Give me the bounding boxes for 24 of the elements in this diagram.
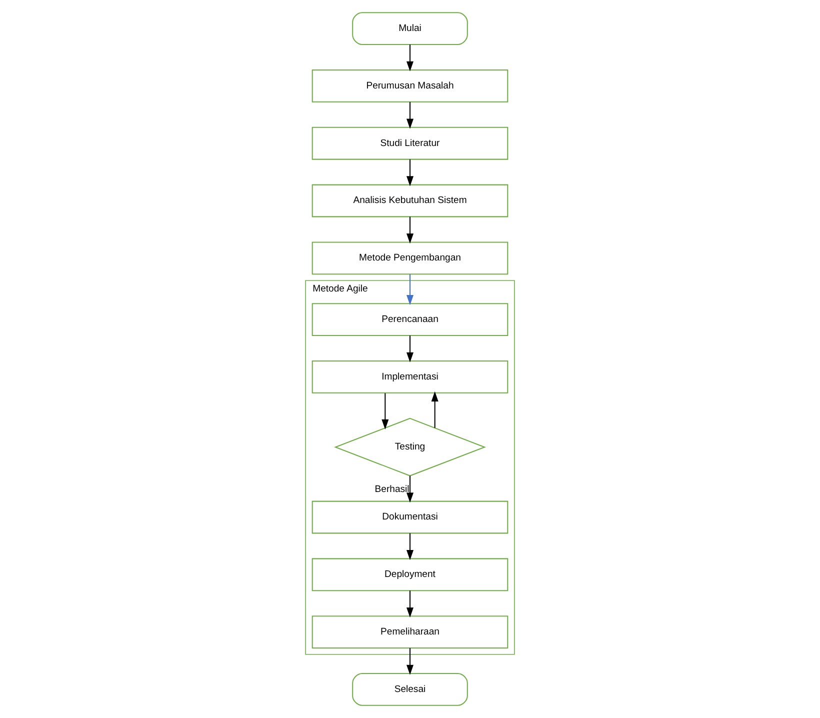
node-box: Mulai xyxy=(352,12,468,46)
node-box: Perencanaan xyxy=(312,303,508,336)
node-box: Deployment xyxy=(312,558,508,592)
node-box: Studi Literatur xyxy=(312,126,508,160)
node-box: Perumusan Masalah xyxy=(312,70,508,102)
arrow xyxy=(406,44,414,72)
arrow xyxy=(382,393,389,430)
node-box: Analisis Kebutuhan Sistem xyxy=(312,184,508,218)
node-box: Dokumentasi xyxy=(312,500,508,534)
edge-label: Berhasil xyxy=(374,484,410,496)
node-box: Implementasi xyxy=(312,360,508,394)
arrow xyxy=(406,216,414,244)
arrow xyxy=(406,159,414,186)
arrow xyxy=(406,102,414,129)
node-box: Pemeliharaan xyxy=(312,616,508,648)
arrow xyxy=(406,533,414,560)
arrow xyxy=(406,648,414,675)
arrow xyxy=(431,391,438,428)
arrow xyxy=(406,336,414,362)
arrow xyxy=(406,274,414,306)
arrow xyxy=(406,590,414,618)
node-box: Selesai xyxy=(352,672,468,706)
node-box: Metode Pengembangan xyxy=(312,242,508,275)
arrow xyxy=(406,476,414,503)
